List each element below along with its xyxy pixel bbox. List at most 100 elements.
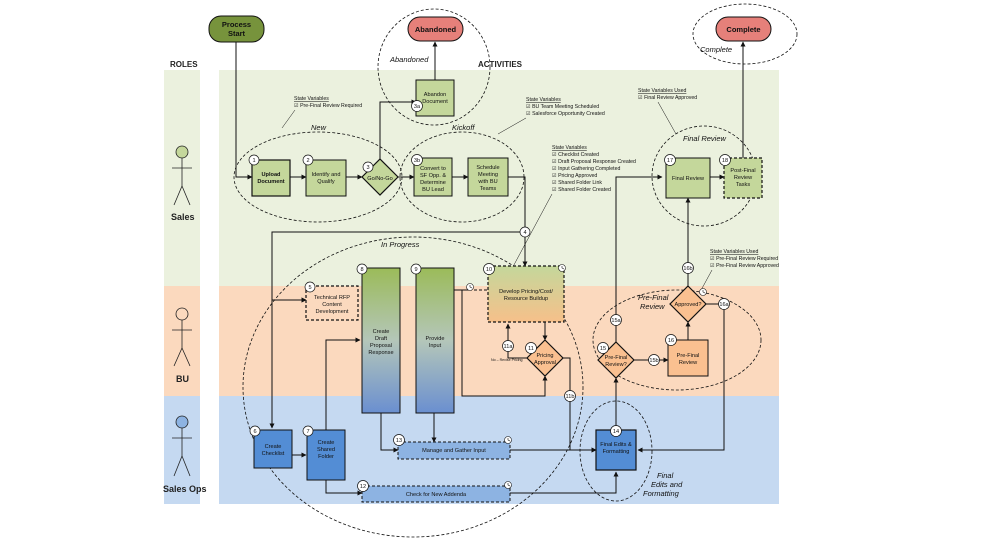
svg-text:15a: 15a xyxy=(611,318,621,324)
svg-text:State Variables: State Variables xyxy=(526,97,561,103)
flow-connectors xyxy=(235,41,746,496)
svg-text:Upload: Upload xyxy=(262,172,282,178)
step-18-post-final-review-tasks[interactable]: Post-Final Review Tasks xyxy=(723,157,763,199)
complete-group-label: Complete xyxy=(700,45,732,54)
svg-text:Manage and Gather Input: Manage and Gather Input xyxy=(422,448,486,454)
svg-text:State Variables Used: State Variables Used xyxy=(638,88,686,94)
pre-final-review-label-1: Pre-Final xyxy=(638,293,669,302)
svg-text:Formatting: Formatting xyxy=(603,449,630,455)
in-progress-group xyxy=(242,236,584,538)
svg-text:Post-Final: Post-Final xyxy=(730,168,755,174)
process-start-terminal: Process Start xyxy=(208,15,265,43)
sales-lane-title: Sales xyxy=(171,212,195,222)
svg-text:Document: Document xyxy=(257,179,284,185)
no-revise-pricing-label: No – Revise Pricing xyxy=(491,358,523,362)
svg-text:Go/No-Go: Go/No-Go xyxy=(367,176,393,182)
svg-text:13: 13 xyxy=(396,438,402,444)
step-schedule-meeting[interactable]: Schedule Meeting with BU Teams xyxy=(467,157,509,197)
svg-text:4: 4 xyxy=(523,230,526,236)
clock-icon xyxy=(504,481,512,489)
svg-text:11: 11 xyxy=(528,346,534,352)
step-2-identify-qualify[interactable]: Identify and Qualify xyxy=(305,159,347,197)
svg-text:Pre-Final: Pre-Final xyxy=(605,355,628,361)
svg-text:☑ Shared Folder Created: ☑ Shared Folder Created xyxy=(552,187,611,193)
bu-actor-icon xyxy=(172,307,192,367)
bu-lane-title: BU xyxy=(176,374,189,384)
activities-header: ACTIVITIES xyxy=(478,60,523,69)
svg-text:7: 7 xyxy=(306,429,309,435)
svg-text:State Variables: State Variables xyxy=(552,145,587,151)
svg-text:State Variables: State Variables xyxy=(294,96,329,102)
svg-text:BU Lead: BU Lead xyxy=(422,187,444,193)
svg-text:6: 6 xyxy=(253,429,256,435)
step-16-pre-final-review[interactable]: Pre-Final Review xyxy=(667,339,709,377)
svg-text:☑ Checklist Created: ☑ Checklist Created xyxy=(552,152,599,158)
step-3a-abandon-document[interactable]: Abandon Document xyxy=(415,79,455,117)
final-edits-label-3: Formatting xyxy=(643,489,680,498)
abandoned-group xyxy=(377,8,491,126)
clock-icon xyxy=(558,264,566,272)
svg-text:2: 2 xyxy=(306,158,309,164)
svg-text:Review: Review xyxy=(679,360,698,366)
final-review-group-label: Final Review xyxy=(683,134,727,143)
complete-group xyxy=(692,3,798,65)
svg-text:11b: 11b xyxy=(566,394,575,400)
in-progress-group-label: In Progress xyxy=(381,240,420,249)
final-edits-label-1: Final xyxy=(657,471,674,480)
svg-text:Meeting: Meeting xyxy=(478,172,498,178)
svg-text:Identify and: Identify and xyxy=(312,172,341,178)
sales-ops-lane-title: Sales Ops xyxy=(163,484,207,494)
svg-text:Develop Pricing/Cost/: Develop Pricing/Cost/ xyxy=(499,289,553,295)
pre-final-review-label-2: Review xyxy=(640,302,665,311)
svg-text:5: 5 xyxy=(308,285,311,291)
svg-text:Check for New Addenda: Check for New Addenda xyxy=(406,492,467,498)
svg-text:Document: Document xyxy=(422,99,448,105)
svg-text:17: 17 xyxy=(667,158,673,164)
abandoned-terminal: Abandoned xyxy=(407,16,464,42)
svg-text:Review?: Review? xyxy=(605,362,626,368)
svg-text:Abandon: Abandon xyxy=(424,92,446,98)
step-1-upload-document[interactable]: Upload Document xyxy=(251,159,291,197)
svg-text:Review: Review xyxy=(734,175,753,181)
step-8-create-draft-proposal[interactable]: Create Draft Proposal Response xyxy=(361,267,401,414)
svg-text:9: 9 xyxy=(414,267,417,273)
svg-text:☑ Pre-Final Review Required: ☑ Pre-Final Review Required xyxy=(710,256,778,262)
svg-text:☑ Pre-Final Review Required: ☑ Pre-Final Review Required xyxy=(294,103,362,109)
step-5-technical-rfp-content[interactable]: Technical RFP Content Development xyxy=(305,285,359,321)
step-10-develop-pricing[interactable]: Develop Pricing/Cost/ Resource Buildup xyxy=(487,265,565,323)
svg-text:☑ Salesforce Opportunity Creat: ☑ Salesforce Opportunity Created xyxy=(526,111,605,117)
svg-text:☑ Draft Proposal Response Crea: ☑ Draft Proposal Response Created xyxy=(552,159,636,165)
svg-text:Determine: Determine xyxy=(420,180,446,186)
svg-text:Approved?: Approved? xyxy=(674,302,701,308)
svg-text:Draft: Draft xyxy=(375,336,388,342)
approved-decision[interactable]: Approved? xyxy=(669,285,707,323)
svg-text:Content: Content xyxy=(322,302,342,308)
svg-text:Final Edits &: Final Edits & xyxy=(600,442,632,448)
clock-icon xyxy=(504,436,512,444)
svg-text:☑ BU Team Meeting Scheduled: ☑ BU Team Meeting Scheduled xyxy=(526,104,599,110)
svg-text:Abandoned: Abandoned xyxy=(415,25,457,34)
complete-terminal: Complete xyxy=(715,16,772,42)
svg-text:Create: Create xyxy=(373,329,390,335)
state-vars-in-progress: State Variables ☑ Checklist Created ☑ Dr… xyxy=(507,145,636,277)
svg-text:Provide: Provide xyxy=(426,336,445,342)
svg-text:with BU: with BU xyxy=(477,179,497,185)
step-12-check-new-addenda[interactable]: Check for New Addenda xyxy=(361,485,511,503)
svg-text:☑ Input Gathering Completed: ☑ Input Gathering Completed xyxy=(552,166,620,172)
svg-text:Teams: Teams xyxy=(480,186,497,192)
step-6-create-checklist[interactable]: Create Checklist xyxy=(253,429,293,469)
abandoned-group-label: Abandoned xyxy=(389,55,429,64)
step-9-provide-input[interactable]: Provide Input xyxy=(415,267,455,414)
step-13-manage-gather-input[interactable]: Manage and Gather Input xyxy=(397,441,511,460)
final-edits-group xyxy=(579,400,653,502)
svg-text:8: 8 xyxy=(360,267,363,273)
clock-icon xyxy=(699,288,707,296)
svg-text:3b: 3b xyxy=(414,158,420,164)
step-number-labels: 1 2 3 3a 3b 4 5 8 9 10 11a 11 11b 6 7 13… xyxy=(252,104,729,490)
step-7-create-shared-folder[interactable]: Create Shared Folder xyxy=(306,429,346,481)
svg-text:Folder: Folder xyxy=(318,454,334,460)
svg-text:SF Opp. &: SF Opp. & xyxy=(420,173,446,179)
step-number-badges xyxy=(248,100,731,492)
svg-text:Input: Input xyxy=(429,343,442,349)
svg-text:Convert to: Convert to xyxy=(420,166,446,172)
